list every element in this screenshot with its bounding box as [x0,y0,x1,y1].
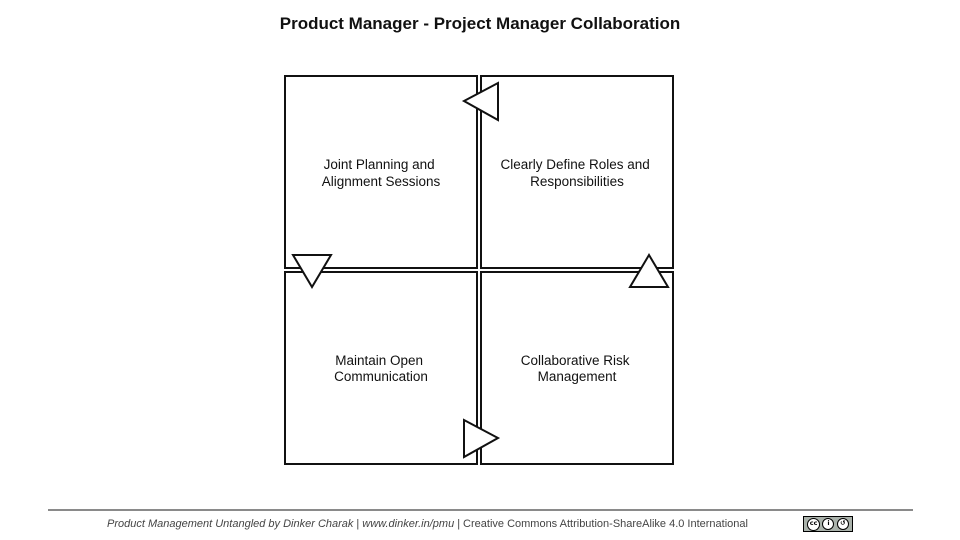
quadrant-label-line: Alignment Sessions [322,174,441,189]
quadrant-box-joint-planning [284,75,478,269]
by-icon: i [822,518,835,530]
footer-separator: | [356,518,360,530]
quadrant-label-line: Collaborative Risk [521,353,630,368]
quadrant-label-line: Joint Planning and [324,157,435,172]
quadrant-box-define-roles [480,75,674,269]
arrow-up-icon [628,253,670,288]
arrow-right-icon [463,418,501,459]
quadrant-label-risk-management: Collaborative Risk Management [521,353,634,384]
footer-attribution: Product Management Untangled by Dinker C… [107,518,748,530]
footer-book-credit: Product Management Untangled by Dinker C… [107,518,354,530]
cc-by-sa-badge[interactable]: cc i ↺ [803,516,853,532]
footer-separator: | [457,518,461,530]
footer-license: Creative Commons Attribution-ShareAlike … [463,518,748,530]
sa-icon: ↺ [836,518,849,530]
footer-divider [48,509,913,511]
arrow-down-icon [291,254,333,289]
quadrant-label-open-communication: Maintain Open Communication [334,353,428,384]
quadrant-box-open-communication [284,271,478,465]
quadrant-label-line: Communication [334,369,428,384]
footer-url-link[interactable]: www.dinker.in/pmu [362,518,455,530]
quadrant-box-risk-management [480,271,674,465]
cc-icon: cc [807,517,821,531]
arrow-left-icon [461,81,499,122]
quadrant-label-define-roles: Clearly Define Roles and Responsibilitie… [500,157,653,189]
quadrant-label-joint-planning: Joint Planning and Alignment Sessions [322,157,441,189]
quadrant-label-line: Management [538,369,617,384]
quadrant-label-line: Clearly Define Roles and [500,157,649,172]
quadrant-label-line: Maintain Open [335,353,423,368]
diagram-title: Product Manager - Project Manager Collab… [279,14,681,33]
quadrant-label-line: Responsibilities [530,174,624,189]
